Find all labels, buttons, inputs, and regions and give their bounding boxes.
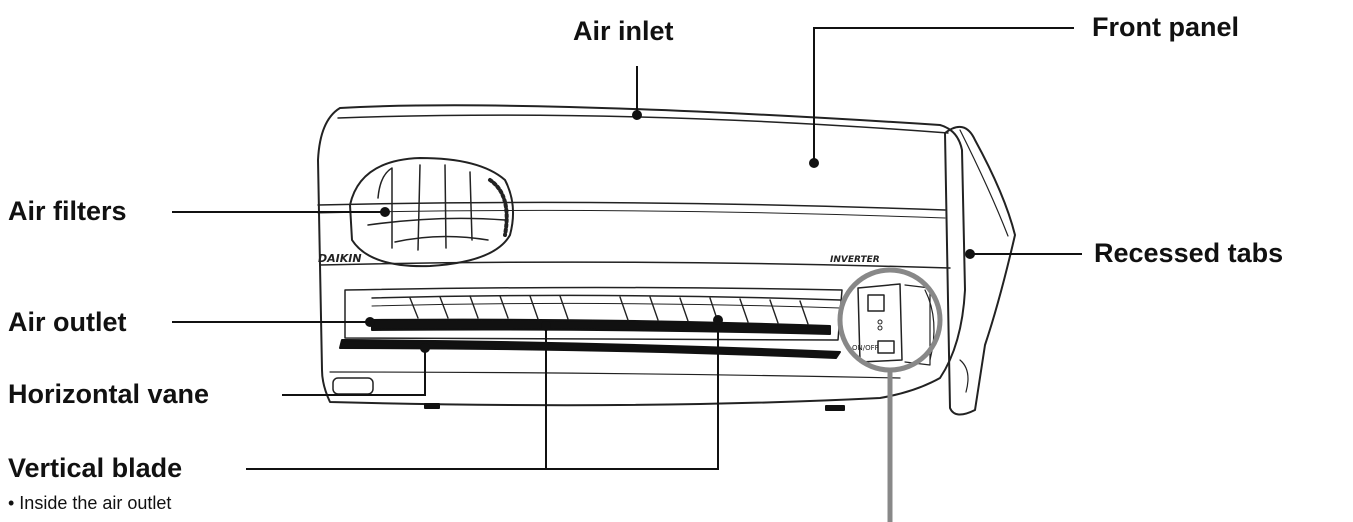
- label-front-panel: Front panel: [1092, 12, 1239, 42]
- receiver-window: [867, 294, 885, 312]
- dot-air-inlet: [632, 110, 642, 120]
- dot-front-panel: [809, 158, 819, 168]
- dot-vertical-blade-2: [713, 315, 723, 325]
- label-air-outlet: Air outlet: [8, 307, 127, 337]
- on-off-label: ON/OFF: [852, 344, 879, 352]
- air-outlet-opening: [344, 286, 843, 341]
- label-vertical-blade-note: • Inside the air outlet: [8, 493, 172, 513]
- dot-horizontal-vane: [420, 343, 430, 353]
- dot-recessed-tabs: [965, 249, 975, 259]
- on-off-button: [877, 340, 895, 354]
- horizontal-vane: [339, 339, 841, 359]
- brand-logo: DAIKIN: [318, 252, 362, 265]
- label-recessed-tabs: Recessed tabs: [1094, 238, 1284, 268]
- leader-vertical-blade: [246, 320, 719, 470]
- label-horizontal-vane: Horizontal vane: [8, 379, 210, 409]
- filter-window: [349, 157, 515, 268]
- label-air-inlet: Air inlet: [573, 16, 674, 46]
- leader-horizontal-vane: [282, 348, 426, 396]
- label-vertical-blade: Vertical blade: [8, 453, 183, 483]
- dot-air-filters: [380, 207, 390, 217]
- inverter-badge: INVERTER: [830, 255, 880, 265]
- control-panel: [857, 283, 903, 363]
- unit-body: [317, 104, 966, 407]
- label-air-filters: Air filters: [8, 196, 127, 226]
- dot-vertical-blade-1: [541, 321, 551, 331]
- leader-front-panel: [813, 27, 1074, 163]
- side-cap: [944, 125, 1016, 416]
- dot-air-outlet: [365, 317, 375, 327]
